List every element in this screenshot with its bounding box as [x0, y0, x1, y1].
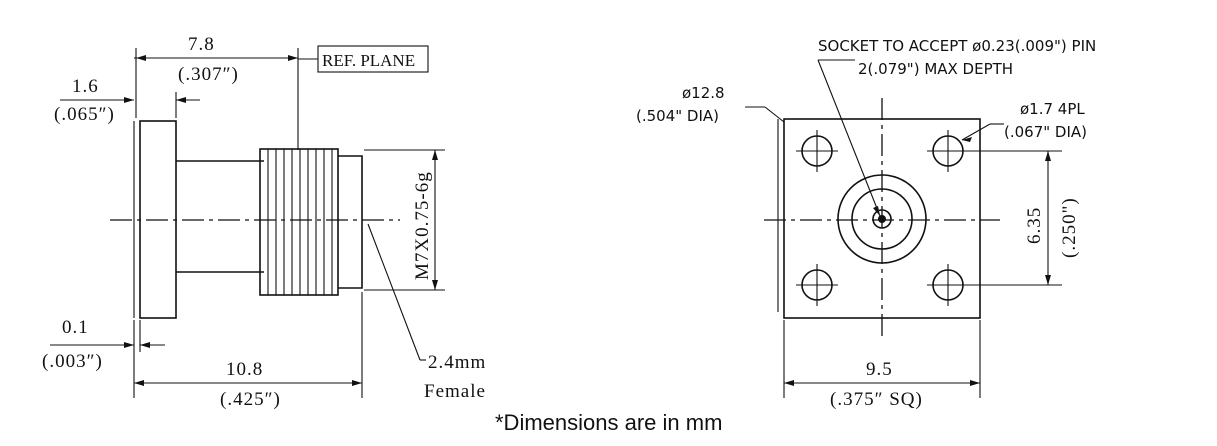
hole-spacing-label: 6.35: [1024, 207, 1045, 244]
hole-spacing-in-label: (.250"): [1059, 197, 1080, 258]
connector-type-label: 2.4mm: [428, 352, 486, 373]
socket-note-line1: SOCKET TO ACCEPT ø0.23(.009") PIN: [818, 37, 1096, 55]
connector-gender-label: Female: [424, 381, 486, 402]
body-outline: [176, 160, 264, 273]
outer-body-circle: [837, 174, 927, 264]
dielectric-circle: [851, 188, 913, 250]
width-in-label: (.375″ SQ): [830, 389, 923, 410]
hole-dia-label: ø1.7 4PL: [1020, 100, 1085, 118]
hole-dia-in-label: (.067" DIA): [1004, 123, 1087, 141]
width-label: 9.5: [866, 359, 893, 380]
nose-outline: [338, 155, 363, 289]
body-length-label: 10.8: [226, 359, 263, 380]
offset-label: 0.1: [62, 317, 89, 338]
center-pin: [878, 215, 886, 223]
overall-length-label: 7.8: [188, 34, 215, 55]
flange-thickness-in-label: (.065″): [54, 104, 115, 125]
socket-circle: [872, 209, 892, 229]
footnote: *Dimensions are in mm: [495, 410, 722, 435]
front-view: SOCKET TO ACCEPT ø0.23(.009") PIN 2(.079…: [636, 37, 1096, 410]
offset-in-label: (.003″): [42, 351, 103, 372]
flange-dia-label: ø12.8: [682, 84, 725, 102]
side-view: 7.8 (.307″) REF. PLANE 1.6 (.065″) 0.1 (…: [42, 34, 486, 410]
socket-note-line2: 2(.079") MAX DEPTH: [858, 60, 1013, 78]
overall-length-in-label: (.307″): [178, 64, 239, 85]
thread-section: [259, 148, 339, 296]
ref-plane-label: REF. PLANE: [322, 51, 415, 70]
flange-thickness-label: 1.6: [72, 76, 99, 97]
thread-spec-label: M7X0.75-6g: [412, 171, 433, 280]
flange-dia-in-label: (.504" DIA): [636, 107, 719, 125]
mounting-holes: [796, 130, 969, 306]
body-length-in-label: (.425″): [220, 389, 281, 410]
thread-lines: [267, 149, 333, 295]
